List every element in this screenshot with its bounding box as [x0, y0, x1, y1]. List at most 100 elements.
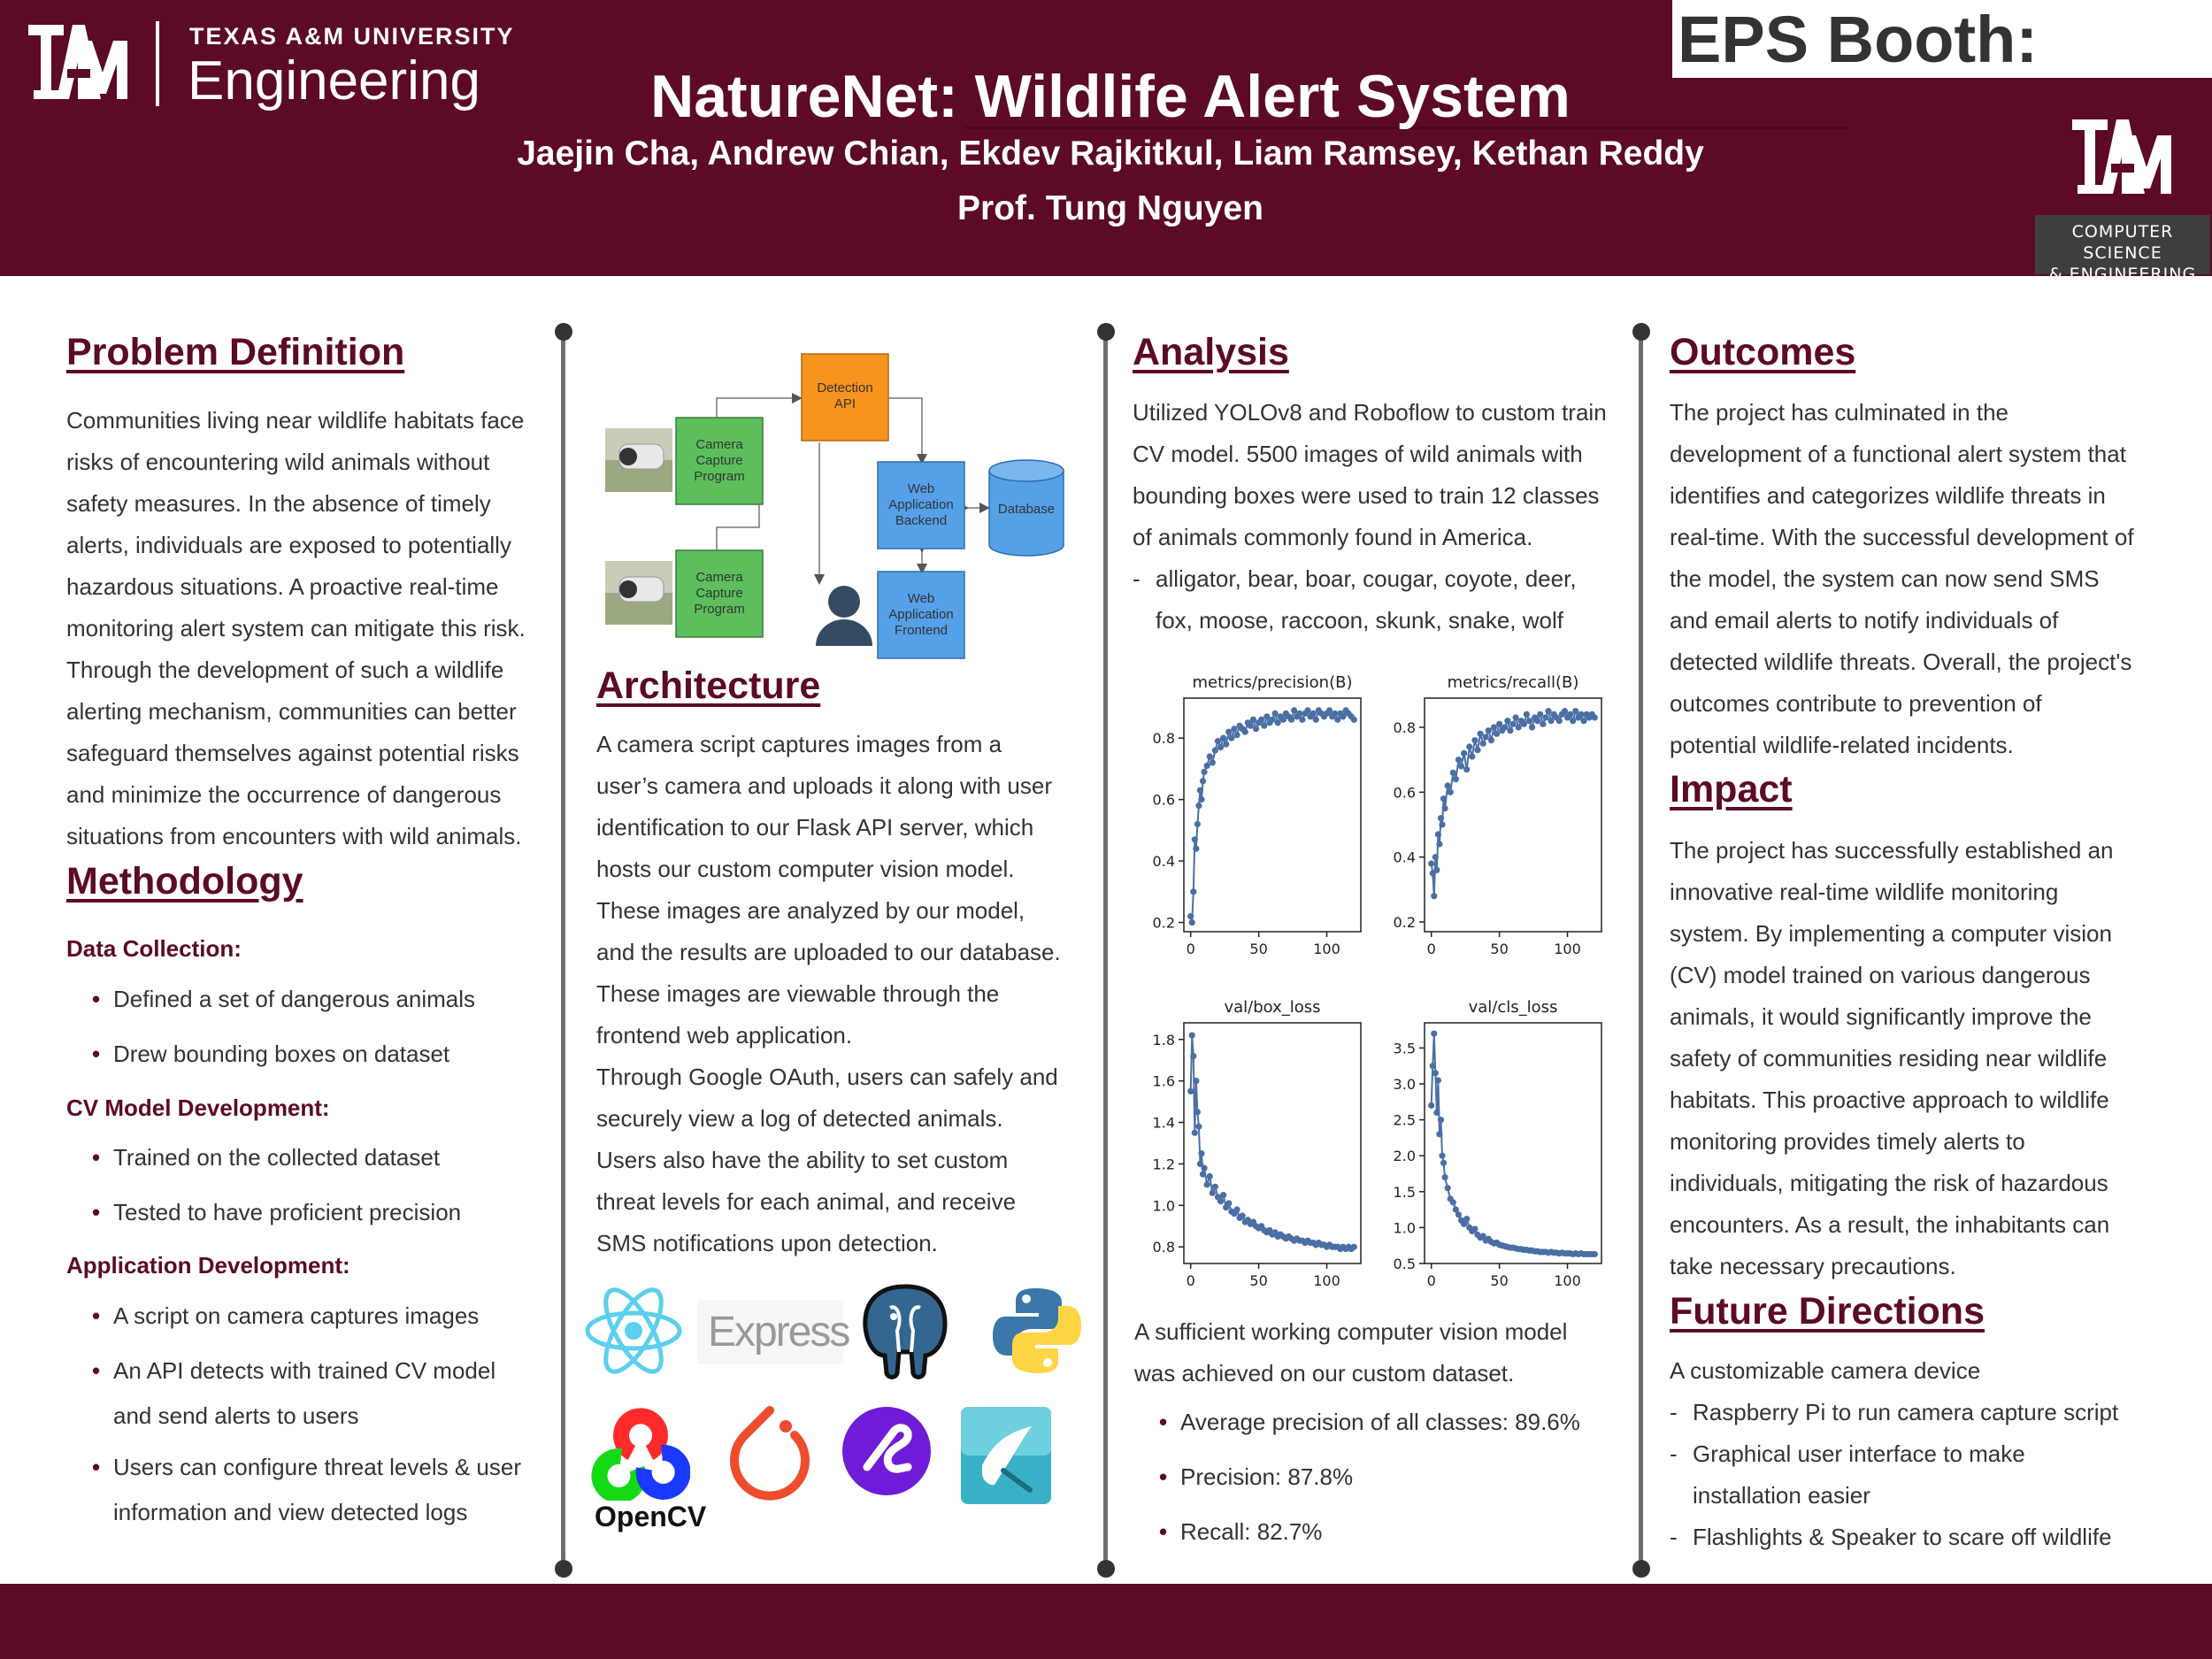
data-point	[1304, 707, 1311, 714]
data-point	[1332, 710, 1339, 717]
data-point	[1433, 1109, 1440, 1117]
react-logo-icon	[585, 1287, 682, 1374]
data-point	[1437, 815, 1445, 822]
data-point	[1487, 737, 1494, 744]
header-divider-line	[964, 127, 1849, 129]
future-item: -Graphical user interface to make	[1670, 1440, 2025, 1467]
list-item-continued: and send alerts to users	[113, 1402, 359, 1429]
svg-text:Program: Program	[694, 469, 745, 484]
data-point	[1261, 722, 1268, 729]
data-point	[1249, 716, 1257, 723]
data-point	[1434, 1077, 1441, 1084]
y-tick-label: 0.6	[1153, 792, 1175, 809]
detection-api-label: Detection	[817, 380, 872, 396]
data-point	[1449, 1199, 1456, 1206]
data-point	[1247, 722, 1254, 729]
data-point	[1187, 1087, 1194, 1094]
y-tick-label: 3.5	[1394, 1040, 1416, 1056]
camera-capture-label: Camera	[695, 570, 743, 585]
list-item: •Tested to have proficient precision	[92, 1199, 462, 1225]
data-point	[1455, 757, 1463, 764]
data-point	[1274, 719, 1281, 726]
data-point	[1466, 743, 1473, 750]
svg-text:API: API	[834, 396, 856, 411]
data-point	[1545, 708, 1552, 715]
plot-title: val/cls_loss	[1469, 998, 1558, 1017]
web-frontend-label: Web	[908, 591, 935, 606]
data-point	[1299, 716, 1306, 723]
data-point	[1444, 1185, 1451, 1192]
data-point	[1188, 1032, 1195, 1039]
data-point	[1198, 1150, 1205, 1157]
data-point	[1578, 710, 1585, 718]
svg-text:Capture: Capture	[695, 453, 742, 468]
plot-axes-box	[1424, 697, 1602, 933]
x-tick-label: 100	[1313, 1272, 1340, 1289]
data-point	[1469, 753, 1476, 760]
data-point	[1436, 1131, 1443, 1138]
y-tick-label: 1.5	[1394, 1184, 1416, 1201]
data-point	[1271, 710, 1279, 717]
separator-dot	[1632, 323, 1650, 341]
data-point	[1439, 1152, 1446, 1159]
cse-department-logo: COMPUTER SCIENCE & ENGINEERING	[2035, 102, 2210, 284]
data-point	[1570, 718, 1577, 725]
data-point	[1233, 732, 1240, 739]
data-point	[1312, 716, 1319, 723]
future-intro: A customizable camera device	[1670, 1357, 1981, 1384]
data-point	[1548, 718, 1555, 725]
x-tick-label: 100	[1554, 941, 1581, 957]
poster-title: NatureNet: Wildlife Alert System	[650, 63, 1571, 130]
web-backend-label: Web	[908, 481, 935, 496]
data-point	[1350, 716, 1357, 723]
y-tick-label: 1.4	[1153, 1115, 1175, 1132]
problem-heading: Problem Definition	[66, 331, 405, 373]
x-tick-label: 50	[1490, 941, 1508, 957]
data-point	[1461, 749, 1468, 757]
data-point	[1439, 821, 1446, 828]
python-logo-icon	[993, 1288, 1081, 1373]
data-point	[1561, 708, 1569, 715]
svg-text:Application: Application	[888, 497, 953, 512]
x-tick-label: 0	[1187, 941, 1195, 957]
data-point	[1217, 1198, 1225, 1205]
separator-dot	[1097, 1560, 1115, 1578]
svg-text:Capture: Capture	[695, 586, 742, 601]
data-point	[1203, 762, 1210, 770]
list-item: •Drew bounding boxes on dataset	[92, 1041, 450, 1067]
data-point	[1555, 718, 1563, 725]
svg-text:Backend: Backend	[895, 513, 947, 528]
data-point	[1291, 707, 1298, 714]
data-point	[1441, 805, 1448, 812]
poster-authors: Jaejin Cha, Andrew Chian, Ekdev Rajkitku…	[517, 134, 1704, 173]
svg-text:Application: Application	[888, 607, 953, 622]
plot-axes-box	[1183, 697, 1362, 933]
separator-dot	[555, 323, 572, 341]
x-tick-label: 0	[1187, 1272, 1195, 1289]
data-point	[1507, 727, 1514, 734]
plot-title: metrics/recall(B)	[1448, 673, 1579, 692]
data-point	[1233, 1206, 1240, 1213]
y-tick-label: 0.4	[1153, 853, 1175, 870]
architecture-diagram: Detection API Camera Capture Program Cam…	[605, 353, 1064, 659]
opencv-logo-text: OpenCV	[595, 1501, 707, 1532]
camera-photo-icon	[605, 428, 672, 492]
result-item: •Average precision of all classes: 89.6%	[1159, 1409, 1580, 1435]
data-point	[1436, 841, 1443, 848]
outcomes-text: The project has culminated in the develo…	[1670, 399, 2134, 758]
data-point	[1477, 730, 1484, 737]
data-point	[1193, 845, 1200, 852]
data-point	[1188, 918, 1195, 926]
x-tick-label: 50	[1490, 1272, 1508, 1289]
data-point	[1461, 1220, 1468, 1227]
data-point	[1326, 707, 1333, 714]
y-tick-label: 1.0	[1394, 1219, 1416, 1236]
data-point	[1542, 714, 1549, 721]
svg-text:Frontend: Frontend	[895, 623, 948, 638]
data-point	[1203, 1181, 1210, 1188]
data-point	[1340, 713, 1347, 720]
detection-api-box	[801, 353, 889, 442]
data-point	[1429, 1063, 1436, 1070]
